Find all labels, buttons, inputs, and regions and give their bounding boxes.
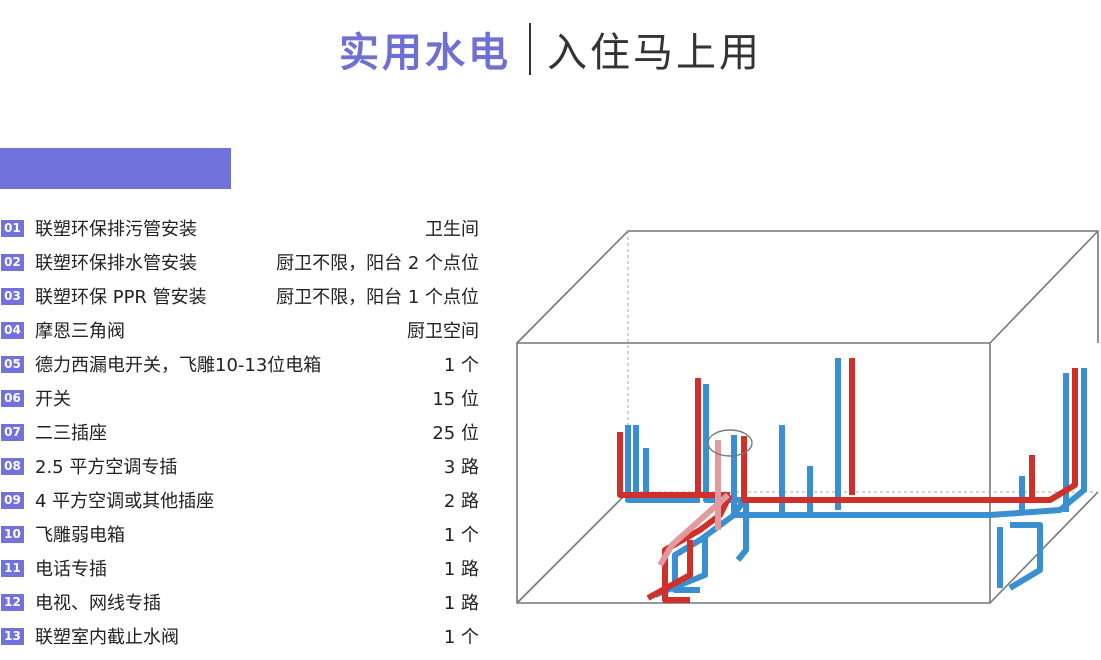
cold-water-pipes (625, 358, 1087, 598)
room-wireframe (516, 230, 1099, 604)
item-name: 飞雕弱电箱 (35, 525, 125, 546)
item-number-badge: 02 (1, 253, 24, 271)
item-number-badge: 03 (1, 287, 24, 305)
item-number-badge: 06 (1, 389, 24, 407)
item-value: 卫生间 (425, 219, 479, 240)
item-value: 厨卫不限，阳台 1 个点位 (276, 287, 479, 308)
item-value: 厨卫不限，阳台 2 个点位 (276, 253, 479, 274)
item-name: 电话专插 (35, 559, 107, 580)
list-item: 04 摩恩三角阀 厨卫空间 (0, 313, 485, 347)
item-value: 1 个 (443, 525, 479, 546)
pipe-layout-diagram-icon (516, 230, 1099, 604)
item-name: 联塑环保排水管安装 (35, 253, 197, 274)
list-item: 13 联塑室内截止水阀 1 个 (0, 619, 485, 653)
drain-pipes (657, 440, 730, 567)
item-name: 二三插座 (35, 423, 107, 444)
list-item: 05 德力西漏电开关，飞雕10-13位电箱 1 个 (0, 347, 485, 381)
item-number-badge: 04 (1, 321, 24, 339)
title-bold: 实用水电 (339, 30, 511, 76)
section-accent-bar (0, 148, 231, 189)
pipe-layout-diagram (510, 225, 1101, 610)
item-value: 1 个 (443, 627, 479, 648)
item-number-badge: 01 (1, 219, 24, 237)
item-value: 25 位 (432, 423, 479, 444)
item-name: 联塑环保 PPR 管安装 (35, 287, 207, 308)
item-value: 3 路 (443, 457, 479, 478)
list-item: 03 联塑环保 PPR 管安装 厨卫不限，阳台 1 个点位 (0, 279, 485, 313)
list-item: 08 2.5 平方空调专插 3 路 (0, 449, 485, 483)
item-number-badge: 07 (1, 423, 24, 441)
list-item: 12 电视、网线专插 1 路 (0, 585, 485, 619)
item-name: 德力西漏电开关，飞雕10-13位电箱 (35, 355, 322, 376)
item-name: 开关 (35, 389, 71, 410)
item-value: 15 位 (432, 389, 479, 410)
item-number-badge: 11 (1, 559, 24, 577)
item-number-badge: 05 (1, 355, 24, 373)
item-number-badge: 13 (1, 627, 24, 645)
item-number-badge: 10 (1, 525, 24, 543)
page-header: 实用水电 入住马上用 (0, 18, 1101, 80)
item-value: 1 个 (443, 355, 479, 376)
item-name: 摩恩三角阀 (35, 321, 125, 342)
item-value: 2 路 (443, 491, 479, 512)
item-number-badge: 08 (1, 457, 24, 475)
item-value: 1 路 (443, 559, 479, 580)
item-name: 联塑环保排污管安装 (35, 219, 197, 240)
hot-water-pipes (617, 358, 1078, 603)
title-divider (529, 23, 531, 75)
list-item: 09 4 平方空调或其他插座 2 路 (0, 483, 485, 517)
valve-highlight-circle (707, 429, 753, 457)
item-name: 电视、网线专插 (35, 593, 161, 614)
list-item: 11 电话专插 1 路 (0, 551, 485, 585)
item-value: 1 路 (443, 593, 479, 614)
title-light: 入住马上用 (547, 30, 762, 76)
item-number-badge: 12 (1, 593, 24, 611)
item-number-badge: 09 (1, 491, 24, 509)
list-item: 02 联塑环保排水管安装 厨卫不限，阳台 2 个点位 (0, 245, 485, 279)
item-name: 4 平方空调或其他插座 (35, 491, 215, 512)
list-item: 01 联塑环保排污管安装 卫生间 (0, 211, 485, 245)
list-item: 10 飞雕弱电箱 1 个 (0, 517, 485, 551)
list-item: 06 开关 15 位 (0, 381, 485, 415)
item-name: 2.5 平方空调专插 (35, 457, 178, 478)
list-item: 07 二三插座 25 位 (0, 415, 485, 449)
item-name: 联塑室内截止水阀 (35, 627, 179, 648)
item-value: 厨卫空间 (407, 321, 479, 342)
